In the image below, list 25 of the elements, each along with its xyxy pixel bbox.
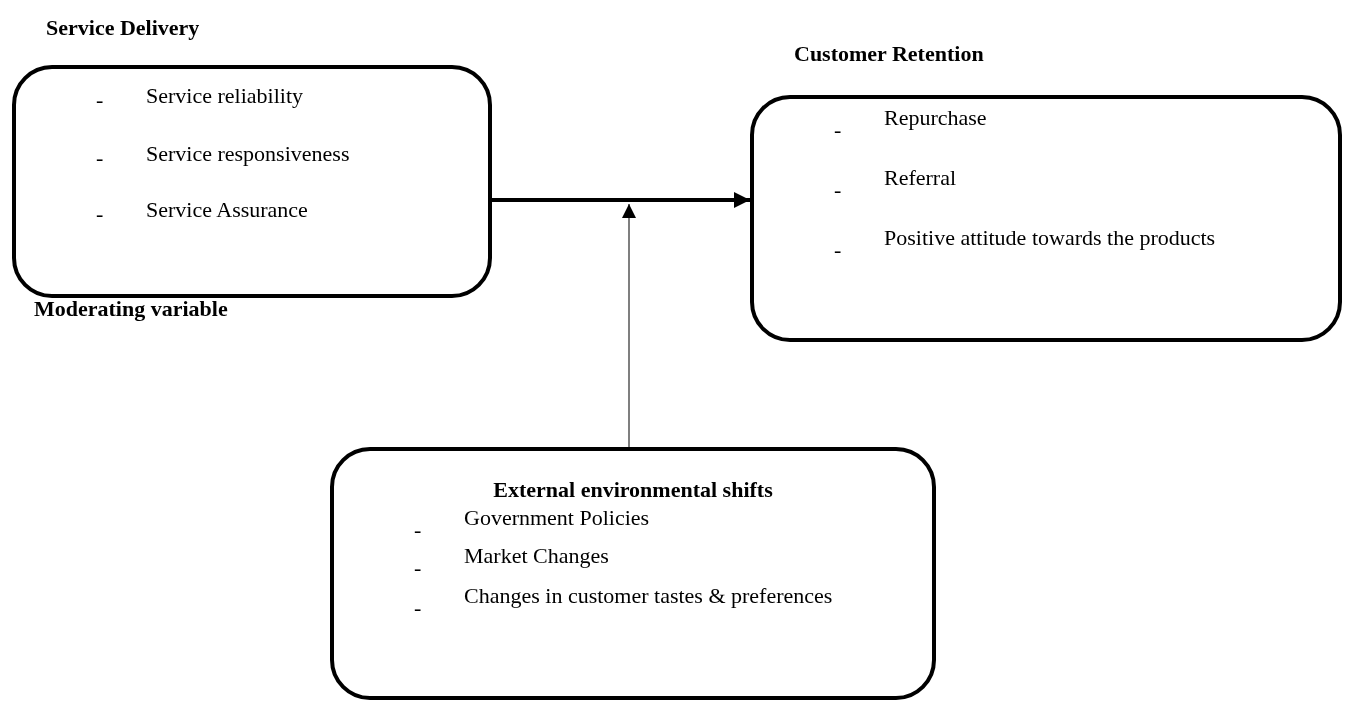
bullet-dash: - (96, 86, 104, 114)
list-item: Positive attitude towards the products (884, 224, 1217, 252)
box-heading: External environmental shifts (493, 477, 773, 502)
bullet-dash: - (834, 176, 842, 204)
bullet-dash: - (414, 594, 422, 622)
bullet-dash: - (96, 200, 104, 228)
rounded-box (330, 447, 936, 700)
list-item: Market Changes (464, 542, 610, 570)
bullet-dash: - (834, 116, 842, 144)
list-item: Repurchase (884, 104, 988, 132)
bullet-dash: - (96, 144, 104, 172)
list-item: Changes in customer tastes & preferences (464, 582, 834, 610)
list-item: Service responsiveness (146, 140, 351, 168)
arrow (622, 203, 636, 448)
bullet-dash: - (414, 516, 422, 544)
list-item: Service reliability (146, 82, 304, 110)
list-item: Service Assurance (146, 196, 309, 224)
arrow (492, 192, 750, 208)
bullet-dash: - (414, 554, 422, 582)
box-heading: Service Delivery (46, 14, 200, 42)
box-heading: Customer Retention (794, 40, 984, 68)
list-item: Government Policies (464, 504, 651, 532)
list-item: Referral (884, 164, 958, 192)
bullet-dash: - (834, 236, 842, 264)
section-label: Moderating variable (34, 295, 228, 323)
